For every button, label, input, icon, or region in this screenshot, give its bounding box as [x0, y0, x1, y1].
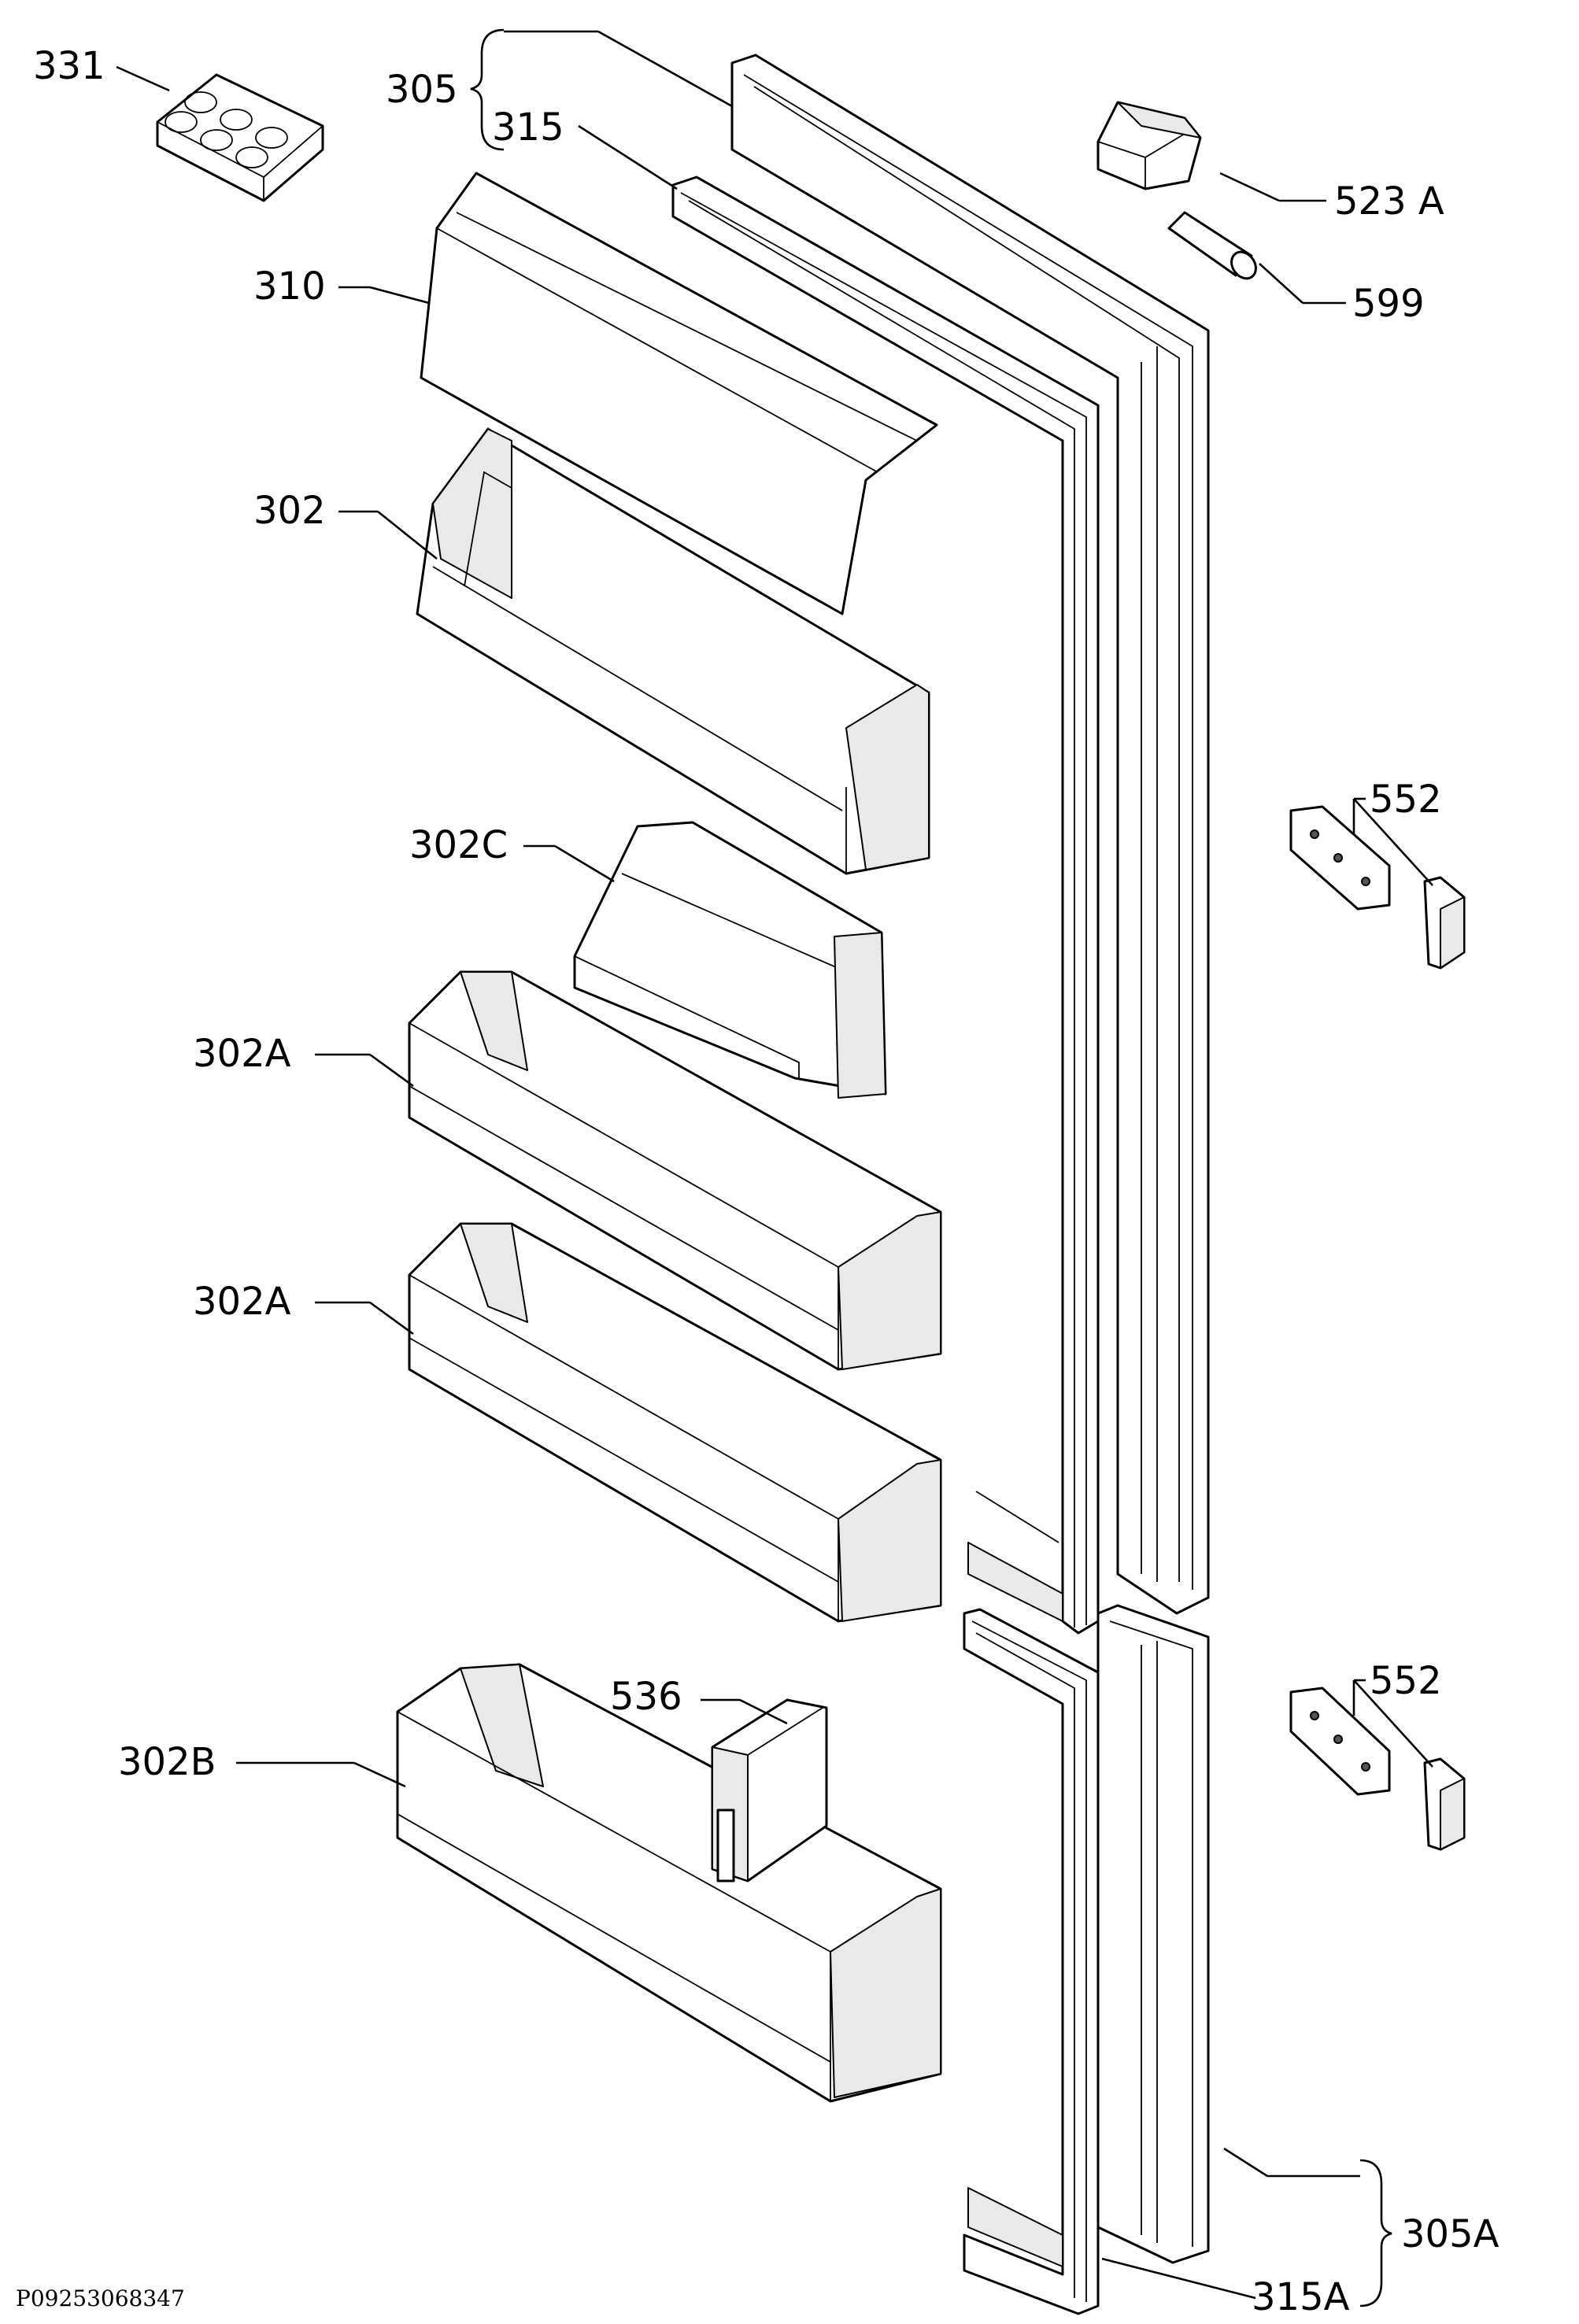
hinge-pin-599: [1167, 211, 1257, 280]
door-shelf-302b: [396, 1663, 942, 2103]
label-331: 331: [33, 44, 105, 88]
drawing-code: P09253068347: [16, 2285, 185, 2311]
door-frame-lower: [1096, 1604, 1210, 2264]
label-302b: 302B: [118, 1740, 216, 1784]
label-552-upper: 552: [1370, 778, 1442, 822]
label-536: 536: [610, 1675, 682, 1719]
label-302a-lower: 302A: [193, 1280, 291, 1324]
door-gasket-upper: [671, 176, 1100, 1635]
label-599: 599: [1352, 282, 1425, 326]
label-302: 302: [253, 489, 326, 533]
label-315: 315: [492, 105, 564, 150]
label-552-lower: 552: [1370, 1659, 1442, 1703]
label-305a: 305A: [1401, 2212, 1499, 2256]
leader-lines: [116, 28, 1433, 2307]
hinge-plates-552-upper: [1289, 805, 1466, 970]
label-302a-upper: 302A: [193, 1032, 291, 1076]
hinge-plates-552-lower: [1289, 1687, 1466, 1851]
label-305: 305: [386, 68, 458, 112]
door-gasket-lower: [963, 1608, 1100, 2315]
label-310: 310: [253, 264, 326, 309]
label-315a: 315A: [1252, 2275, 1350, 2319]
shelf-lid: [420, 172, 938, 615]
door-shelf-302: [416, 427, 930, 875]
shelf-clip-536: [711, 1698, 828, 1882]
door-shelf-302a-lower: [408, 1222, 942, 1623]
door-bin-302c: [573, 821, 887, 1099]
part-labels: 331 305 315 310 302 302C 302A 302A 302B …: [16, 44, 1499, 2319]
label-523a: 523 A: [1334, 179, 1444, 224]
label-302c: 302C: [409, 823, 508, 867]
egg-tray: [156, 73, 324, 202]
door-shelf-302a-upper: [408, 970, 942, 1371]
door-frame-upper: [730, 54, 1210, 1615]
hinge-cover-523a: [1096, 101, 1202, 190]
